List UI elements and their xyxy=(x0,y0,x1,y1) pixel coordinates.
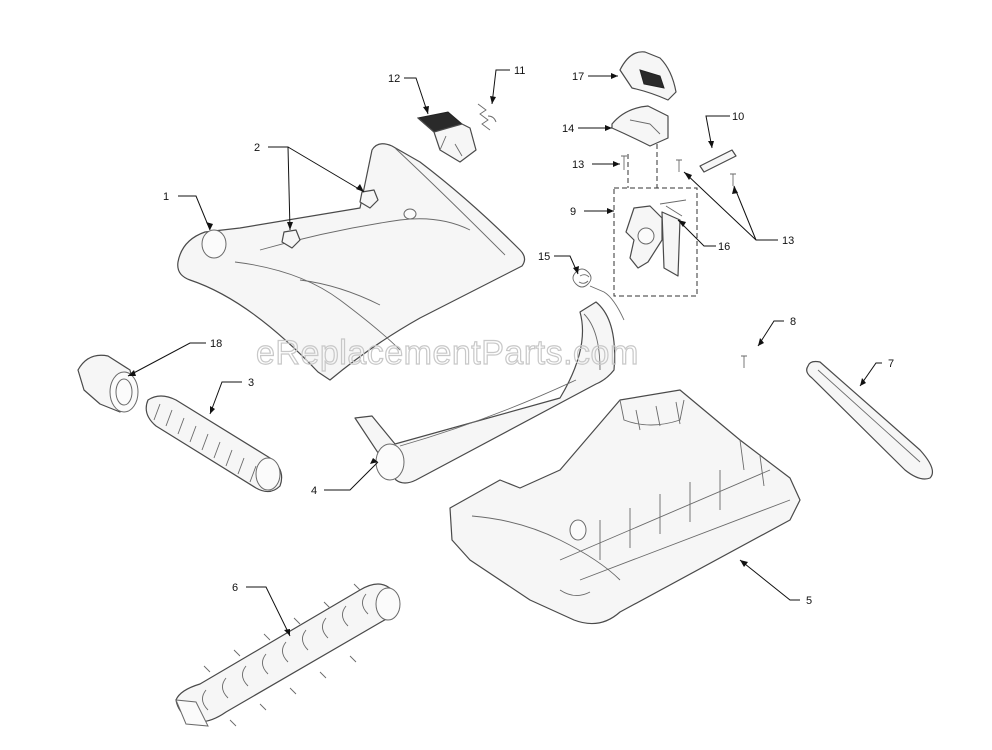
watermark: eReplacementParts.com xyxy=(256,334,639,372)
callout-10: 10 xyxy=(732,111,744,123)
part-5-base-housing[interactable] xyxy=(449,389,801,625)
part-10-pin[interactable] xyxy=(699,149,737,173)
part-18-hose-end[interactable] xyxy=(77,354,139,413)
part-6-brushroll[interactable] xyxy=(175,583,401,727)
part-14-shell[interactable] xyxy=(611,105,669,147)
part-17-cover[interactable] xyxy=(619,51,677,101)
part-2-buttons[interactable] xyxy=(281,189,379,249)
callout-5: 5 xyxy=(806,595,812,607)
part-1-hood-cover[interactable] xyxy=(177,143,526,381)
callout-11: 11 xyxy=(514,65,525,77)
part-9-bracket-assembly[interactable] xyxy=(613,144,698,297)
part-12-pedal[interactable] xyxy=(416,111,477,163)
callout-15: 15 xyxy=(538,251,550,263)
part-16-pivot[interactable] xyxy=(665,205,683,217)
callout-2: 2 xyxy=(254,142,260,154)
callout-7: 7 xyxy=(888,358,894,370)
part-3-hose[interactable] xyxy=(145,395,283,493)
callout-14: 14 xyxy=(562,123,574,135)
part-15-torsion-spring[interactable] xyxy=(572,268,625,321)
callout-13-left: 13 xyxy=(572,159,584,171)
part-13-screws[interactable] xyxy=(621,155,736,186)
callout-labels: 1 2 3 4 5 6 7 8 9 10 11 12 13 13 14 15 1… xyxy=(163,65,894,607)
callout-17: 17 xyxy=(572,71,584,83)
callout-4: 4 xyxy=(311,485,317,497)
callout-16: 16 xyxy=(718,241,730,253)
callout-8: 8 xyxy=(790,316,796,328)
leader-lines xyxy=(127,69,882,637)
callout-6: 6 xyxy=(232,582,238,594)
leader-arrowheads xyxy=(128,73,866,636)
callout-18: 18 xyxy=(210,338,222,350)
callout-13-right: 13 xyxy=(782,235,794,247)
callout-9: 9 xyxy=(570,206,576,218)
callout-3: 3 xyxy=(248,377,254,389)
part-7-belt[interactable] xyxy=(806,360,933,480)
part-4-bumper[interactable] xyxy=(354,301,616,484)
callout-12: 12 xyxy=(388,73,400,85)
part-8-screw[interactable] xyxy=(741,355,747,368)
callout-1: 1 xyxy=(163,191,169,203)
part-11-spring[interactable] xyxy=(477,103,497,131)
